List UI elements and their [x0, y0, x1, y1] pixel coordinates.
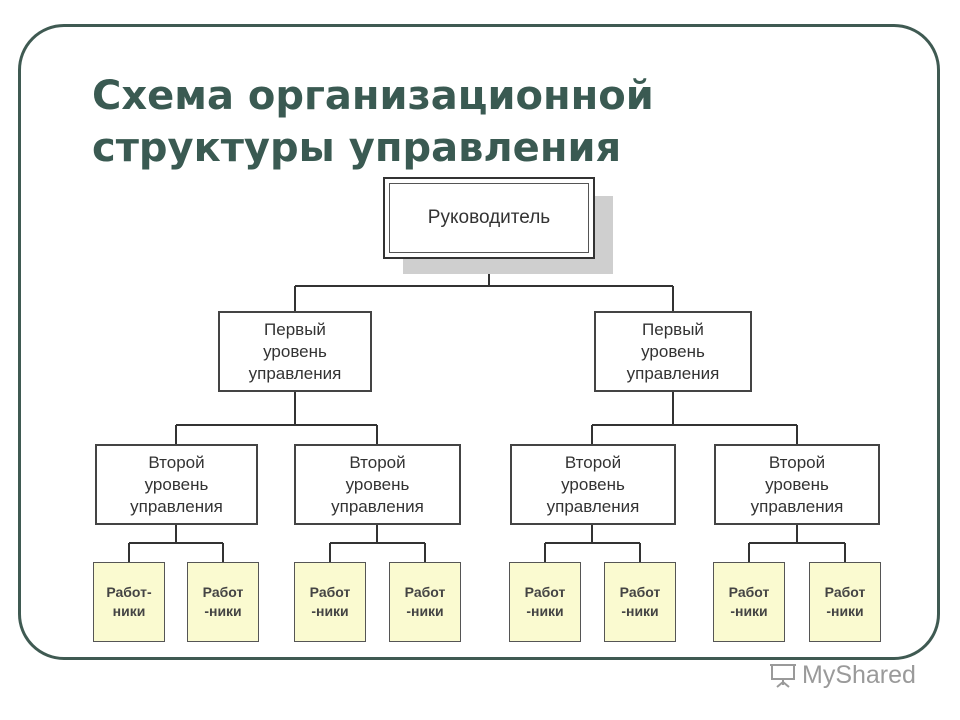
org-node-label: Второй уровень управления [130, 452, 223, 516]
org-node-workers: Работ -ники [713, 562, 785, 642]
org-node-root-label: Руководитель [427, 207, 551, 228]
org-node-label: Работ -ники [309, 584, 351, 619]
org-node-label: Работ -ники [619, 584, 661, 619]
slide-title: Схема организационной структуры управлен… [92, 70, 654, 174]
title-line-2: структуры управления [92, 125, 622, 171]
org-node-label: Работ -ники [824, 584, 866, 619]
org-node-label: Работ- ники [106, 584, 152, 619]
org-node-second-level: Второй уровень управления [510, 444, 676, 525]
org-node-workers: Работ -ники [604, 562, 676, 642]
org-node-workers: Работ -ники [509, 562, 581, 642]
org-node-label: Первый уровень управления [248, 319, 342, 383]
org-node-workers: Работ- ники [93, 562, 165, 642]
org-node-label: Работ -ники [728, 584, 770, 619]
org-node-workers: Работ -ники [294, 562, 366, 642]
watermark: MyShared [768, 660, 916, 690]
org-node-label: Второй уровень управления [750, 452, 844, 516]
org-node-label: Второй уровень управления [546, 452, 640, 516]
org-node-second-level: Второй уровень управления [714, 444, 880, 525]
org-node-label: Второй уровень управления [331, 452, 424, 516]
title-line-1: Схема организационной [92, 73, 654, 119]
org-node-label: Работ -ники [404, 584, 446, 619]
org-node-second-level: Второй уровень управления [294, 444, 461, 525]
slide-frame [18, 24, 940, 660]
org-node-second-level: Второй уровень управления [95, 444, 258, 525]
org-node-root: Руководитель [383, 177, 595, 259]
org-node-label: Работ -ники [202, 584, 244, 619]
org-node-workers: Работ -ники [809, 562, 881, 642]
org-node-workers: Работ -ники [389, 562, 461, 642]
watermark-text: MyShared [802, 660, 916, 689]
presentation-board-icon [770, 664, 796, 688]
org-node-workers: Работ -ники [187, 562, 259, 642]
org-node-label: Первый уровень управления [626, 319, 720, 383]
org-node-label: Работ -ники [524, 584, 566, 619]
org-node-first-level: Первый уровень управления [218, 311, 372, 392]
org-node-first-level: Первый уровень управления [594, 311, 752, 392]
